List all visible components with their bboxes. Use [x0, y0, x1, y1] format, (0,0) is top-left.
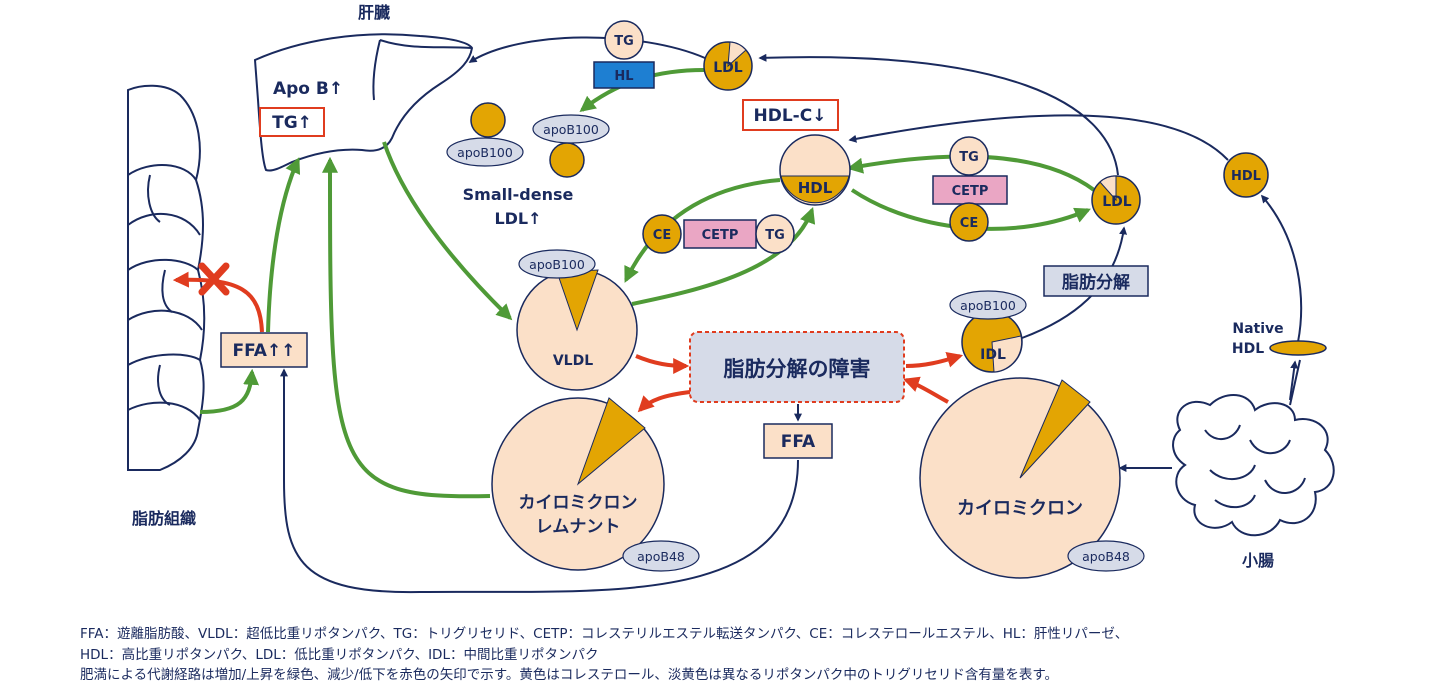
ffa-label: FFA	[781, 432, 816, 452]
hdl-right-label: HDL	[1231, 169, 1261, 184]
small-dense-apob100-tag-2	[532, 114, 610, 144]
ldl-right-particle	[1091, 175, 1141, 225]
tg-top-particle	[604, 20, 644, 60]
arrow-hdl-right-to-hdl-center	[848, 114, 1229, 161]
arrow-ldl-to-liver	[468, 36, 706, 63]
lipolysis-impairment-label: 脂肪分解の障害	[724, 357, 871, 381]
arrow-ldl-to-hdl	[846, 154, 1096, 192]
remnant-particle	[491, 397, 665, 571]
apo-b-up-label: Apo B↑	[273, 79, 343, 99]
remnant-apob48-tag	[622, 540, 700, 572]
arrow-adipose-to-ffa	[199, 368, 260, 414]
tg-up-label: TG↑	[272, 113, 312, 133]
ldl-top-particle	[703, 41, 753, 91]
ffa-up-box	[220, 332, 308, 368]
remnant-label-line1: カイロミクロン	[519, 493, 638, 513]
hl-box	[593, 61, 655, 89]
chylomicron-apob48-label: apoB48	[1082, 549, 1130, 564]
red-arrows	[172, 271, 964, 413]
cetp-right-label: CETP	[952, 184, 989, 199]
navy-arrows	[280, 36, 1303, 594]
native-hdl-label-line1: Native	[1232, 321, 1283, 337]
arrow-hdl-to-vldl-ce	[624, 178, 781, 283]
arrow-idl-to-ldl	[1021, 226, 1128, 339]
ce-right-label: CE	[960, 216, 978, 231]
chylomicron-apob48-tag	[1067, 540, 1145, 572]
ldl-right-label: LDL	[1102, 194, 1132, 210]
arrow-chylomicron-to-impairment	[902, 376, 949, 404]
vldl-particle	[516, 269, 638, 391]
hdl-center-particle	[779, 134, 851, 206]
arrow-ffa-blocked-adipose	[172, 271, 264, 333]
lipolysis-impairment-box	[689, 331, 905, 403]
ffa-up-label: FFA↑↑	[233, 341, 296, 361]
adipose-tissue-shape	[127, 84, 206, 471]
small-dense-label-line2: LDL↑	[494, 209, 541, 228]
ldl-top-label: LDL	[713, 60, 743, 76]
tg-left-particle	[755, 214, 795, 254]
idl-label: IDL	[980, 347, 1006, 363]
block-x-icon	[198, 262, 230, 296]
tg-right-particle	[949, 136, 989, 176]
idl-apob100-tag	[949, 290, 1027, 320]
cetp-left-label: CETP	[702, 228, 739, 243]
legend-line-3: 肥満による代謝経路は増加/上昇を緑色、減少/低下を赤色の矢印で示す。黄色はコレス…	[80, 667, 1058, 683]
vldl-apob100-tag	[518, 249, 596, 279]
small-dense-apob100-label-1: apoB100	[457, 145, 513, 160]
cetp-right-box	[932, 175, 1008, 205]
small-dense-apob100-label-2: apoB100	[543, 122, 599, 137]
arrow-vldl-to-hdl-tg	[631, 206, 816, 306]
intestine-label: 小腸	[1242, 551, 1274, 570]
arrow-vldl-to-impairment	[635, 354, 690, 374]
tg-left-label: TG	[765, 228, 785, 243]
vldl-label: VLDL	[553, 353, 593, 369]
vldl-apob100-label: apoB100	[529, 257, 585, 272]
intestine-shape	[1172, 359, 1335, 537]
small-dense-ldl-particle-1	[470, 102, 506, 138]
idl-particle	[961, 311, 1023, 373]
legend-line-1: FFA：遊離脂肪酸、VLDL：超低比重リポタンパク、TG：トリグリセリド、CET…	[80, 626, 1129, 642]
idl-apob100-label: apoB100	[960, 298, 1016, 313]
tg-up-box	[259, 107, 325, 137]
arrow-impairment-to-remnant	[637, 390, 691, 413]
ffa-box	[763, 423, 833, 459]
tg-top-label: TG	[614, 34, 634, 49]
arrow-native-hdl-to-hdl	[1260, 194, 1303, 343]
arrow-remnant-to-liver	[322, 156, 491, 499]
liver-label: 肝臓	[358, 3, 390, 22]
ce-left-particle	[642, 214, 682, 254]
ce-left-label: CE	[653, 228, 671, 243]
ce-right-particle	[949, 202, 989, 242]
small-dense-apob100-tag-1	[446, 137, 524, 167]
cetp-left-box	[683, 219, 757, 249]
remnant-apob48-label: apoB48	[637, 549, 685, 564]
lipolysis-box	[1043, 265, 1149, 297]
arrow-intestine-to-native-hdl	[1289, 360, 1299, 401]
hdl-c-down-label: HDL-C↓	[754, 106, 827, 126]
legend: FFA：遊離脂肪酸、VLDL：超低比重リポタンパク、TG：トリグリセリド、CET…	[80, 624, 1430, 686]
tg-right-label: TG	[959, 150, 979, 165]
arrow-ffa-to-adipose-ffa	[280, 368, 799, 594]
small-dense-ldl-particle-2	[549, 142, 585, 178]
arrow-ffa-to-liver	[266, 157, 301, 333]
hdl-c-down-box	[742, 99, 839, 131]
hdl-center-label: HDL	[798, 179, 833, 197]
arrow-liver-to-vldl	[382, 141, 513, 321]
lipolysis-label: 脂肪分解	[1062, 272, 1130, 293]
adipose-label: 脂肪組織	[132, 509, 196, 528]
hdl-right-particle	[1223, 152, 1269, 198]
hl-label: HL	[614, 69, 633, 84]
native-hdl-particle	[1269, 340, 1327, 356]
legend-line-2: HDL：高比重リポタンパク、LDL：低比重リポタンパク、IDL：中間比重リポタン…	[80, 646, 599, 663]
chylomicron-label: カイロミクロン	[957, 498, 1083, 519]
liver-shape	[253, 33, 474, 172]
chylomicron-particle	[919, 377, 1121, 579]
native-hdl-label-line2: HDL	[1232, 341, 1264, 357]
remnant-label-line2: レムナント	[536, 517, 621, 537]
small-dense-label-line1: Small-dense	[463, 185, 574, 204]
arrow-ldl-right-to-ldl-top	[758, 53, 1119, 176]
arrow-impairment-to-idl	[905, 352, 964, 368]
